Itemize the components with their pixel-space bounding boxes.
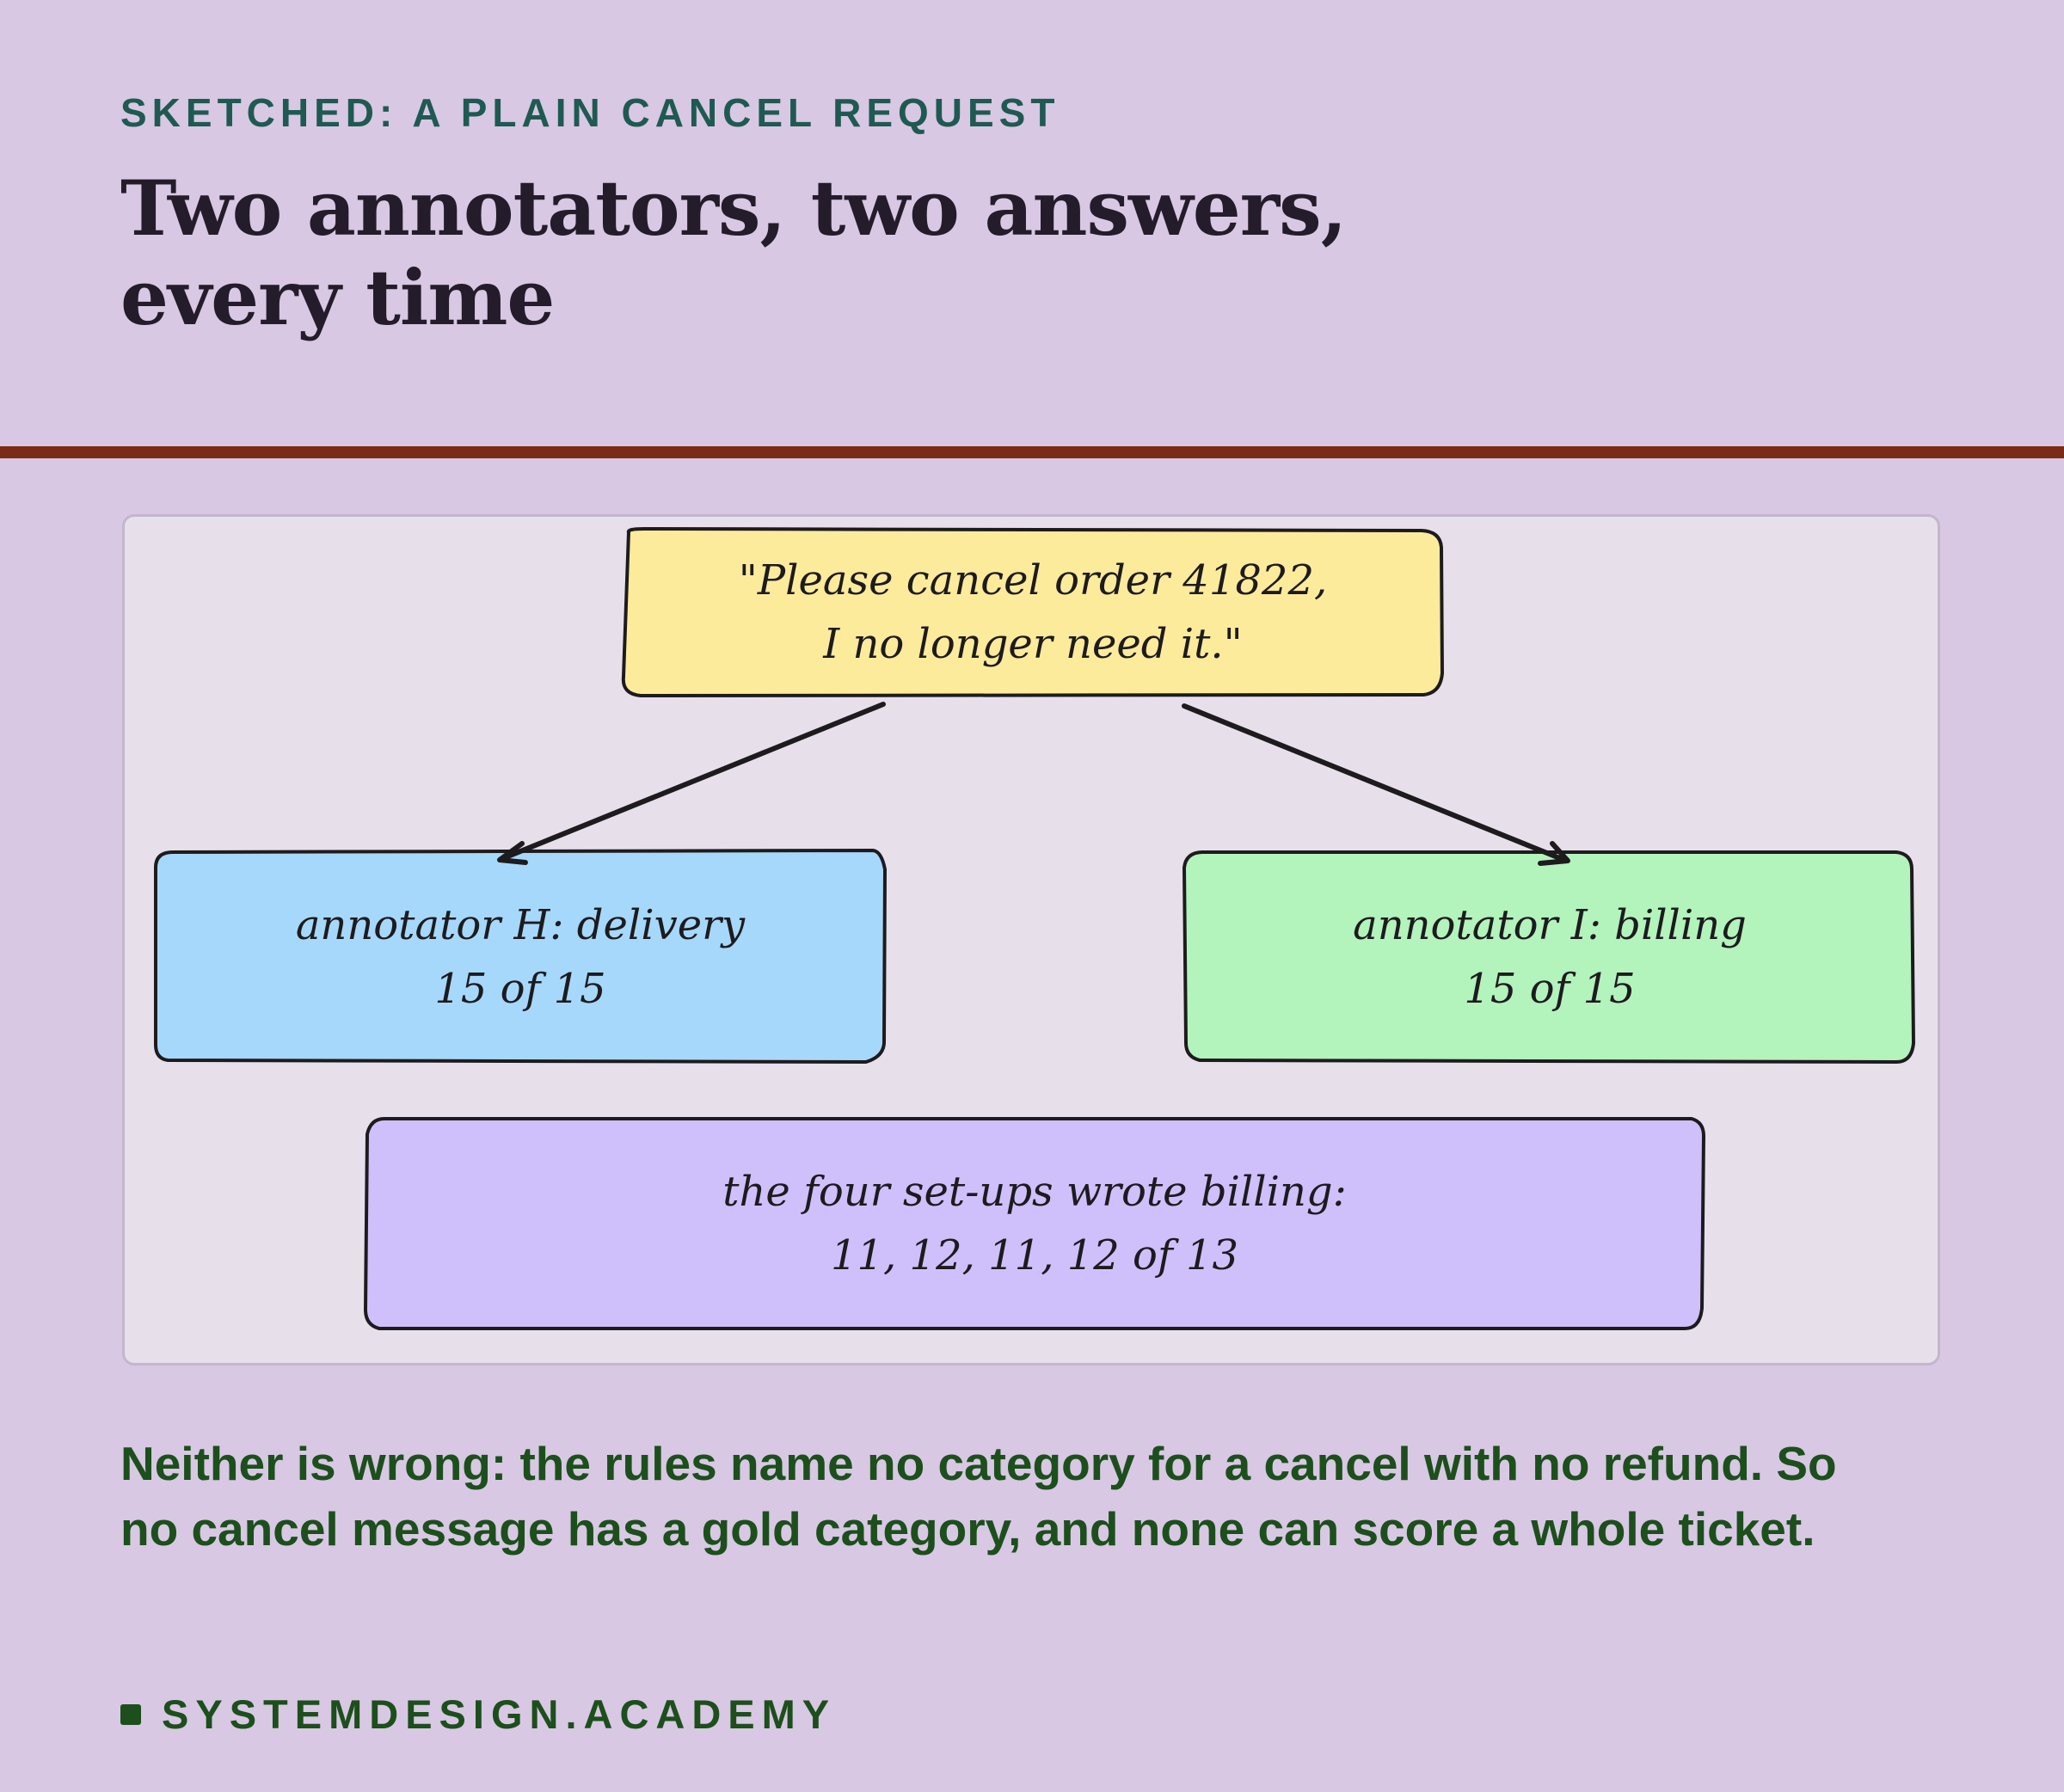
node-annotator-h-box (154, 849, 887, 1064)
node-setups: the four set-ups wrote billing: 11, 12, … (366, 1119, 1704, 1329)
kicker: SKETCHED: A PLAIN CANCEL REQUEST (120, 90, 1060, 135)
footnote-line-1: Neither is wrong: the rules name no cate… (120, 1437, 1837, 1490)
edge-request-to-annotator-i (1182, 703, 1569, 863)
node-annotator-h-line-2: 15 of 15 (434, 965, 606, 1013)
arrowhead-annotator-h (497, 841, 528, 865)
node-setups-box (364, 1117, 1705, 1330)
node-annotator-i-line-2: 15 of 15 (1464, 965, 1636, 1013)
footnote: Neither is wrong: the rules name no cate… (120, 1431, 1961, 1562)
diagram-panel: "Please cancel order 41822, I no longer … (122, 514, 1940, 1365)
node-annotator-i: annotator I: billing 15 of 15 (1186, 852, 1914, 1062)
page-title: Two annotators, two answers, every time (120, 163, 1582, 342)
title-line-2: every time (120, 253, 555, 342)
node-annotator-h: annotator H: delivery 15 of 15 (156, 852, 885, 1062)
node-annotator-i-box (1182, 850, 1915, 1064)
brand: SYSTEMDESIGN.ACADEMY (120, 1691, 836, 1738)
diagram-canvas (154, 527, 1915, 1330)
brand-square-icon (120, 1703, 141, 1725)
node-annotator-i-line-1: annotator I: billing (1353, 901, 1747, 949)
node-request-box (621, 527, 1444, 697)
node-request: "Please cancel order 41822, I no longer … (624, 529, 1442, 696)
arrowhead-annotator-i (1538, 841, 1570, 866)
node-setups-line-1: the four set-ups wrote billing: (722, 1168, 1347, 1216)
node-setups-line-2: 11, 12, 11, 12 of 13 (830, 1231, 1239, 1280)
node-request-line-1: "Please cancel order 41822, (738, 556, 1328, 604)
header-divider (0, 446, 2064, 458)
title-line-1: Two annotators, two answers, (120, 163, 1347, 253)
node-annotator-h-line-1: annotator H: delivery (295, 901, 746, 949)
brand-text: SYSTEMDESIGN.ACADEMY (162, 1691, 837, 1737)
edge-request-to-annotator-h (499, 702, 886, 862)
footnote-line-2: no cancel message has a gold category, a… (120, 1502, 1815, 1556)
node-request-line-2: I no longer need it." (823, 620, 1243, 668)
